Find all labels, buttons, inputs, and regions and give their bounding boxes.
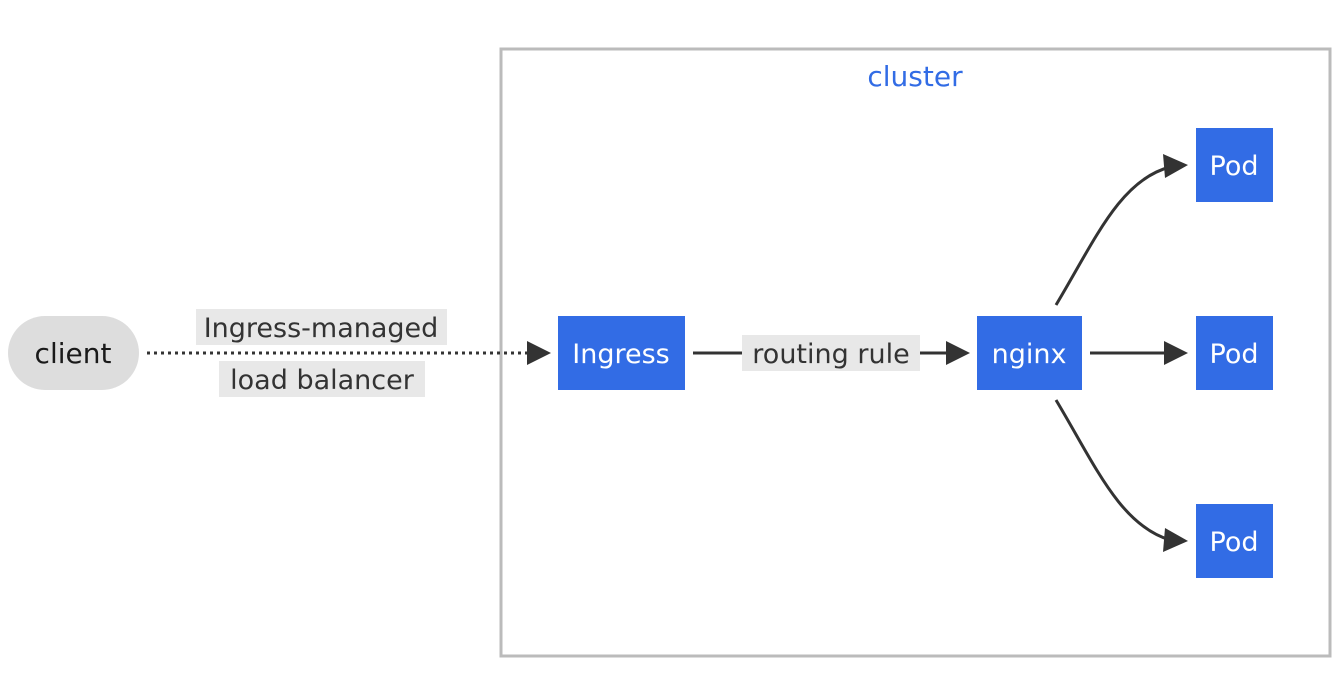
cluster-label: cluster	[867, 60, 963, 93]
edge-label-ingress-to-nginx: routing rule	[742, 335, 920, 371]
node-client: client	[8, 316, 139, 390]
edge-label-bg-line-2	[219, 361, 425, 397]
nginx-label: nginx	[992, 339, 1067, 370]
edge-label-bg-routing-rule	[742, 335, 920, 371]
pod-bottom-label: Pod	[1210, 527, 1259, 558]
nginx-box	[977, 316, 1082, 390]
edge-nginx-to-pod-bottom	[1054, 399, 1171, 542]
node-pod-bottom: Pod	[1196, 504, 1273, 578]
node-ingress: Ingress	[558, 316, 685, 390]
node-pod-top: Pod	[1196, 128, 1273, 202]
edge-label-bg-line-1	[196, 309, 447, 345]
client-pill	[8, 316, 139, 390]
pod-middle-label: Pod	[1210, 339, 1259, 370]
arrowhead-client-to-ingress	[527, 341, 551, 365]
edge-label-client-to-ingress: Ingress-managed load balancer	[196, 309, 447, 397]
arrowhead-nginx-to-pod-bottom	[1163, 528, 1188, 552]
pod-middle-box	[1196, 316, 1273, 390]
edge-label-line-2: load balancer	[230, 365, 415, 396]
client-label: client	[35, 337, 112, 370]
pod-top-box	[1196, 128, 1273, 202]
node-nginx: nginx	[977, 316, 1082, 390]
pod-bottom-box	[1196, 504, 1273, 578]
edge-label-routing-rule: routing rule	[752, 339, 909, 370]
edge-label-line-1: Ingress-managed	[204, 313, 439, 344]
pod-top-label: Pod	[1210, 151, 1259, 182]
ingress-label: Ingress	[572, 339, 669, 370]
node-pod-middle: Pod	[1196, 316, 1273, 390]
ingress-box	[558, 316, 685, 390]
arrowhead-nginx-to-pod-middle	[1164, 341, 1188, 365]
arrowhead-ingress-to-nginx	[946, 341, 970, 365]
edge-nginx-to-pod-top	[1054, 165, 1171, 306]
arrowhead-nginx-to-pod-top	[1163, 154, 1188, 178]
